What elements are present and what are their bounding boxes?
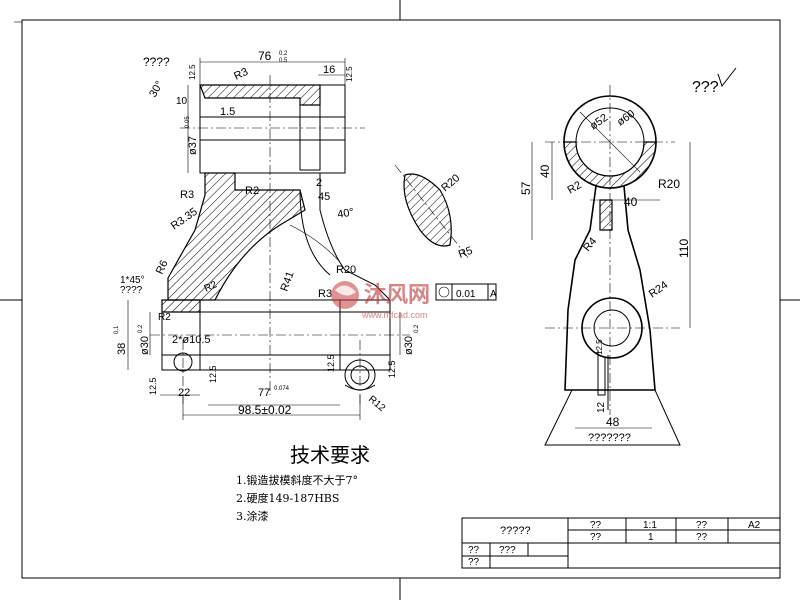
dim-r3-low: R3	[318, 288, 332, 300]
requirement-item-1: 1.锻造拔模斜度不大于7°	[236, 473, 358, 487]
right-view: ??? ø52 ø60 40 57 R2 R20 40 R4	[519, 67, 737, 446]
dim-57: 57	[519, 181, 533, 195]
requirement-item-2: 2.硬度149-187HBS	[236, 491, 339, 505]
dim-77-tol: 0.074	[274, 386, 290, 392]
requirement-item-3: 3.涂漆	[236, 509, 269, 523]
dim-d37-tol: 0.05	[185, 116, 191, 128]
dim-10: 10	[176, 96, 188, 107]
dim-r24: R24	[647, 279, 670, 300]
dim-r3-left: R3	[180, 189, 194, 201]
dim-2: 2	[316, 177, 322, 189]
title-block-sheet-size: A2	[748, 520, 761, 531]
left-view: ????	[114, 49, 497, 420]
flatness-value: 0.01	[456, 289, 476, 300]
title-block: ????? ?? 1:1 ?? A2 ?? 1 ?? ?? ??? ??	[461, 517, 781, 569]
dim-16: 16	[323, 64, 335, 76]
dim-38-tol: 0.1	[114, 325, 120, 334]
title-block-r2c2: ??	[590, 532, 602, 543]
left-view-label: ????	[143, 55, 170, 69]
dim-12-5-bottom-right: 12.5	[326, 354, 336, 372]
dim-r2-left: R2	[158, 312, 171, 323]
dim-12-5-right-view: 12.5	[595, 339, 604, 355]
technical-requirements: 技术要求 1.锻造拔模斜度不大于7° 2.硬度149-187HBS 3.涂漆	[236, 443, 370, 523]
watermark: 沐风网 www.mfcad.com	[331, 281, 430, 320]
dim-76-tol-bot: 0.5	[279, 58, 288, 64]
datum-a: A	[490, 289, 497, 300]
dim-chamfer: 1*45°	[120, 275, 145, 286]
dim-12-5-right: 12.5	[387, 360, 397, 378]
dim-r20-right: R20	[658, 177, 680, 191]
dim-r2-right: R2	[566, 179, 584, 196]
watermark-logo-icon	[331, 281, 359, 309]
dim-r3-top: R3	[232, 66, 250, 83]
dim-12-5-bottom-left: 12.5	[148, 377, 158, 395]
dim-12-5-bottom-mid: 12.5	[208, 365, 218, 383]
section-detail: R20 R5	[394, 164, 474, 261]
dim-r20-section: R20	[439, 172, 462, 194]
dim-45: 45	[318, 191, 330, 203]
dim-48: 48	[606, 415, 620, 429]
dim-r41: R41	[279, 270, 297, 293]
dim-r4: R4	[581, 235, 599, 253]
dim-r5-section: R5	[457, 245, 474, 261]
dim-d30-right: ø30	[403, 336, 415, 355]
title-block-r4c1: ??	[468, 557, 480, 568]
dim-22: 22	[178, 387, 190, 399]
dim-r12: R12	[366, 394, 387, 415]
right-view-label: ???	[692, 79, 719, 96]
dim-d60: ø60	[615, 108, 637, 129]
dim-d30-left: ø30	[139, 336, 151, 355]
dim-40-vertical: 40	[538, 164, 552, 178]
dim-angle-40: 40°	[336, 206, 354, 221]
title-block-r1c4: ??	[696, 520, 708, 531]
dim-r6: R6	[154, 258, 171, 276]
dim-d30-left-tol: 0.2	[138, 324, 144, 333]
tolerance-frame: 0.01 A	[435, 283, 497, 301]
dim-d52: ø52	[588, 112, 610, 133]
requirements-heading: 技术要求	[290, 443, 370, 467]
dim-40-horizontal: 40	[624, 195, 638, 209]
title-block-r3c1: ??	[468, 545, 480, 556]
dim-98-5: 98.5±0.02	[238, 403, 292, 417]
dim-r20-low: R20	[336, 264, 356, 276]
dim-d37: ø37	[187, 136, 199, 155]
title-block-r1c2: ??	[590, 520, 602, 531]
title-block-r2c4: ??	[696, 532, 708, 543]
dim-r2-low: R2	[203, 279, 220, 295]
dim-angle-30: 30°	[147, 79, 166, 99]
dim-chamfer-note: ????	[120, 285, 143, 296]
dim-76: 76	[258, 49, 272, 63]
dim-12: 12	[596, 401, 607, 413]
dim-38: 38	[116, 343, 128, 355]
watermark-brand: 沐风网	[364, 282, 430, 307]
dim-12-5-top-b: 12.5	[345, 66, 354, 82]
title-block-r3c2: ???	[499, 545, 516, 556]
title-block-part-name: ?????	[500, 525, 531, 537]
title-block-quantity: 1	[648, 532, 654, 543]
dim-110: 110	[677, 239, 691, 258]
dim-r2-mid: R2	[245, 185, 259, 197]
bottom-label: ???????	[588, 432, 631, 444]
dim-77: 77	[258, 387, 270, 399]
dim-d30-right-tol: 0.2	[414, 324, 420, 333]
dim-12-5-top-a: 12.5	[188, 64, 197, 80]
watermark-url: www.mfcad.com	[361, 310, 428, 320]
dim-1-5: 1.5	[220, 106, 235, 118]
title-block-scale: 1:1	[643, 520, 657, 531]
dim-76-tol-top: 0.2	[279, 51, 288, 57]
dim-2x-d10-5: 2*ø10.5	[172, 334, 211, 346]
